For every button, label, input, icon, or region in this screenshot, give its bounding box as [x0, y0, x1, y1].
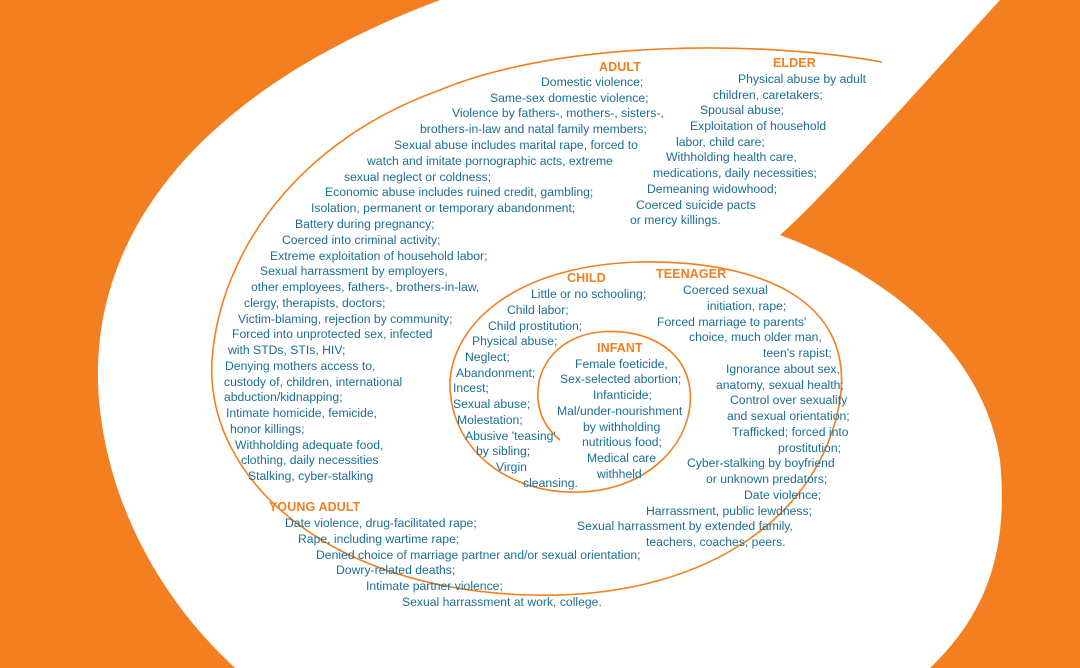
adult-line: Isolation, permanent or temporary abando… — [311, 201, 576, 215]
teenager-line: Forced marriage to parents' — [657, 315, 807, 329]
adult-line: Denying mothers access to, — [225, 359, 376, 373]
young-adult-line: Rape, including wartime rape; — [298, 532, 460, 546]
infant-line: withheld — [597, 467, 642, 481]
teenager-line: prostitution; — [778, 441, 842, 455]
adult-line: clothing, daily necessities — [241, 453, 379, 467]
elder-line: labor, child care; — [676, 135, 765, 149]
infant-line: Medical care — [587, 451, 657, 465]
adult-line: Intimate homicide, femicide, — [226, 406, 378, 420]
teenager-line: teachers, coaches, peers. — [646, 535, 786, 549]
adult-line: Violence by fathers-, mothers-, sisters-… — [452, 106, 664, 120]
heading-child: CHILD — [567, 271, 606, 285]
young-adult-line: Denied choice of marriage partner and/or… — [316, 548, 641, 562]
teenager-line: Date violence; — [744, 488, 822, 502]
child-line: Sexual abuse; — [453, 397, 531, 411]
adult-line: Sexual harrassment by employers, — [260, 264, 448, 278]
child-line: Child labor; — [507, 303, 569, 317]
infant-line: Mal/under-nourishment — [557, 404, 683, 418]
elder-line: or mercy killings. — [630, 213, 721, 227]
infant-line: Sex-selected abortion; — [560, 372, 682, 386]
teenager-line: and sexual orientation; — [727, 409, 850, 423]
teenager-line: Coerced sexual — [683, 283, 768, 297]
child-line: Molestation; — [457, 413, 523, 427]
teenager-line: initiation, rape; — [707, 299, 787, 313]
teenager-line: Ignorance about sex, — [726, 362, 840, 376]
heading-teenager: TEENAGER — [656, 267, 727, 281]
teenager-line: choice, much older man, — [689, 330, 822, 344]
adult-line: abduction/kidnapping; — [224, 390, 343, 404]
elder-line: Physical abuse by adult — [738, 72, 867, 86]
adult-line: Battery during pregnancy; — [295, 217, 435, 231]
elder-line: children, caretakers; — [713, 88, 823, 102]
teenager-line: Cyber-stalking by boyfriend — [687, 456, 835, 470]
adult-line: custody of, children, international — [224, 375, 403, 389]
teenager-line: Harrassment, public lewdness; — [646, 504, 812, 518]
child-line: Physical abuse; — [472, 334, 558, 348]
elder-line: Demeaning widowhood; — [647, 182, 778, 196]
child-line: Incest; — [453, 381, 489, 395]
child-line: Abusive 'teasing' — [465, 429, 556, 443]
white-swirl-shape — [97, 0, 1002, 668]
teenager-line: or unknown predators; — [706, 472, 828, 486]
adult-line: clergy, therapists, doctors; — [244, 296, 386, 310]
child-line: Little or no schooling; — [531, 287, 647, 301]
elder-line: Coerced suicide pacts — [636, 198, 756, 212]
adult-line: Economic abuse includes ruined credit, g… — [325, 185, 594, 199]
child-line: Abandonment; — [456, 366, 536, 380]
infant-line: nutritious food; — [582, 435, 662, 449]
child-line: Virgin — [496, 460, 527, 474]
adult-line: with STDs, STIs, HIV; — [228, 343, 346, 357]
heading-infant: INFANT — [597, 341, 643, 355]
adult-line: brothers-in-law and natal family members… — [420, 122, 647, 136]
young-adult-line: Sexual harrassment at work, college. — [402, 595, 602, 609]
young-adult-line: Dowry-related deaths; — [336, 563, 456, 577]
elder-line: Withholding health care, — [666, 150, 797, 164]
teenager-line: Control over sexuality — [730, 393, 848, 407]
infant-line: by withholding — [583, 420, 661, 434]
infant-line: Female foeticide, — [575, 357, 668, 371]
adult-line: Victim-blaming, rejection by community; — [238, 312, 453, 326]
adult-line: Coerced into criminal activity; — [282, 233, 441, 247]
spiral-line — [211, 47, 883, 596]
adult-line: Withholding adequate food, — [235, 438, 384, 452]
elder-line: medications, daily necessities; — [653, 166, 817, 180]
adult-line: Forced into unprotected sex, infected — [232, 327, 433, 341]
adult-line: Same-sex domestic violence; — [490, 91, 649, 105]
heading-adult: ADULT — [599, 60, 641, 74]
child-line: Neglect; — [465, 350, 510, 364]
adult-line: Extreme exploitation of household labor; — [270, 249, 488, 263]
adult-line: Domestic violence; — [541, 75, 644, 89]
elder-line: Exploitation of household — [690, 119, 827, 133]
elder-line: Spousal abuse; — [700, 103, 785, 117]
young-adult-line: Date violence, drug-facilitated rape; — [285, 516, 477, 530]
teenager-line: Sexual harrassment by extended family, — [577, 519, 793, 533]
infant-line: Infanticide; — [593, 388, 652, 402]
adult-line: other employees, fathers-, brothers-in-l… — [251, 280, 480, 294]
young-adult-line: Intimate partner violence; — [366, 579, 503, 593]
teenager-line: anatomy, sexual health; — [716, 378, 844, 392]
child-line: cleansing. — [523, 476, 578, 490]
teenager-line: Trafficked; forced into — [732, 425, 849, 439]
adult-line: honor killings; — [230, 422, 305, 436]
child-line: Child prostitution; — [488, 319, 583, 333]
teenager-line: teen's rapist; — [763, 346, 832, 360]
adult-line: Sexual abuse includes marital rape, forc… — [394, 138, 638, 152]
heading-young-adult: YOUNG ADULT — [269, 500, 361, 514]
adult-line: watch and imitate pornographic acts, ext… — [367, 154, 613, 168]
child-line: by sibling; — [476, 444, 531, 458]
adult-line: sexual neglect or coldness; — [344, 170, 492, 184]
adult-line: Stalking, cyber-stalking — [248, 469, 374, 483]
heading-elder: ELDER — [773, 56, 816, 70]
